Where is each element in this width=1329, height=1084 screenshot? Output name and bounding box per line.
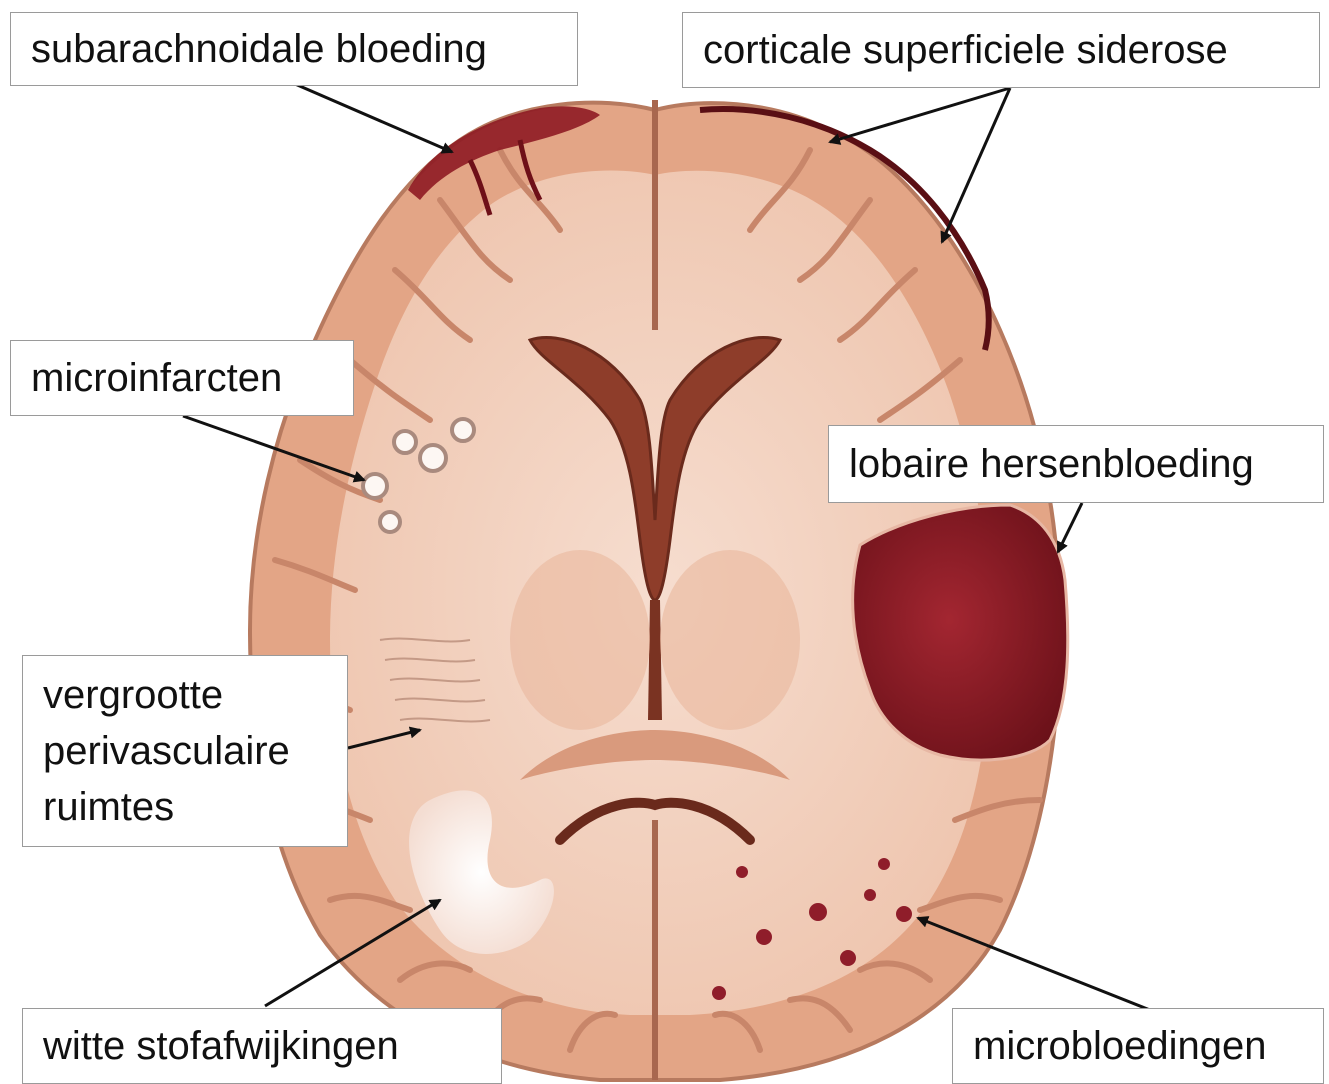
third-ventricle (648, 600, 662, 720)
label-subarachnoid-hemorrhage: subarachnoidale bloeding (10, 12, 578, 86)
label-lobar-hemorrhage: lobaire hersenbloeding (828, 425, 1324, 503)
label-superficial-siderosis: corticale superficiele siderose (682, 12, 1320, 88)
right-thalamus (660, 550, 800, 730)
left-thalamus (510, 550, 650, 730)
label-perivascular-line-3: ruimtes (43, 779, 327, 835)
label-perivascular-line-2: perivasculaire (43, 723, 327, 779)
label-perivascular-spaces: vergrootte perivasculaire ruimtes (22, 655, 348, 847)
label-perivascular-line-1: vergrootte (43, 667, 327, 723)
label-white-matter-lesions: witte stofafwijkingen (22, 1008, 502, 1084)
label-microbleeds: microbloedingen (952, 1008, 1324, 1084)
label-microinfarcts: microinfarcten (10, 340, 354, 416)
